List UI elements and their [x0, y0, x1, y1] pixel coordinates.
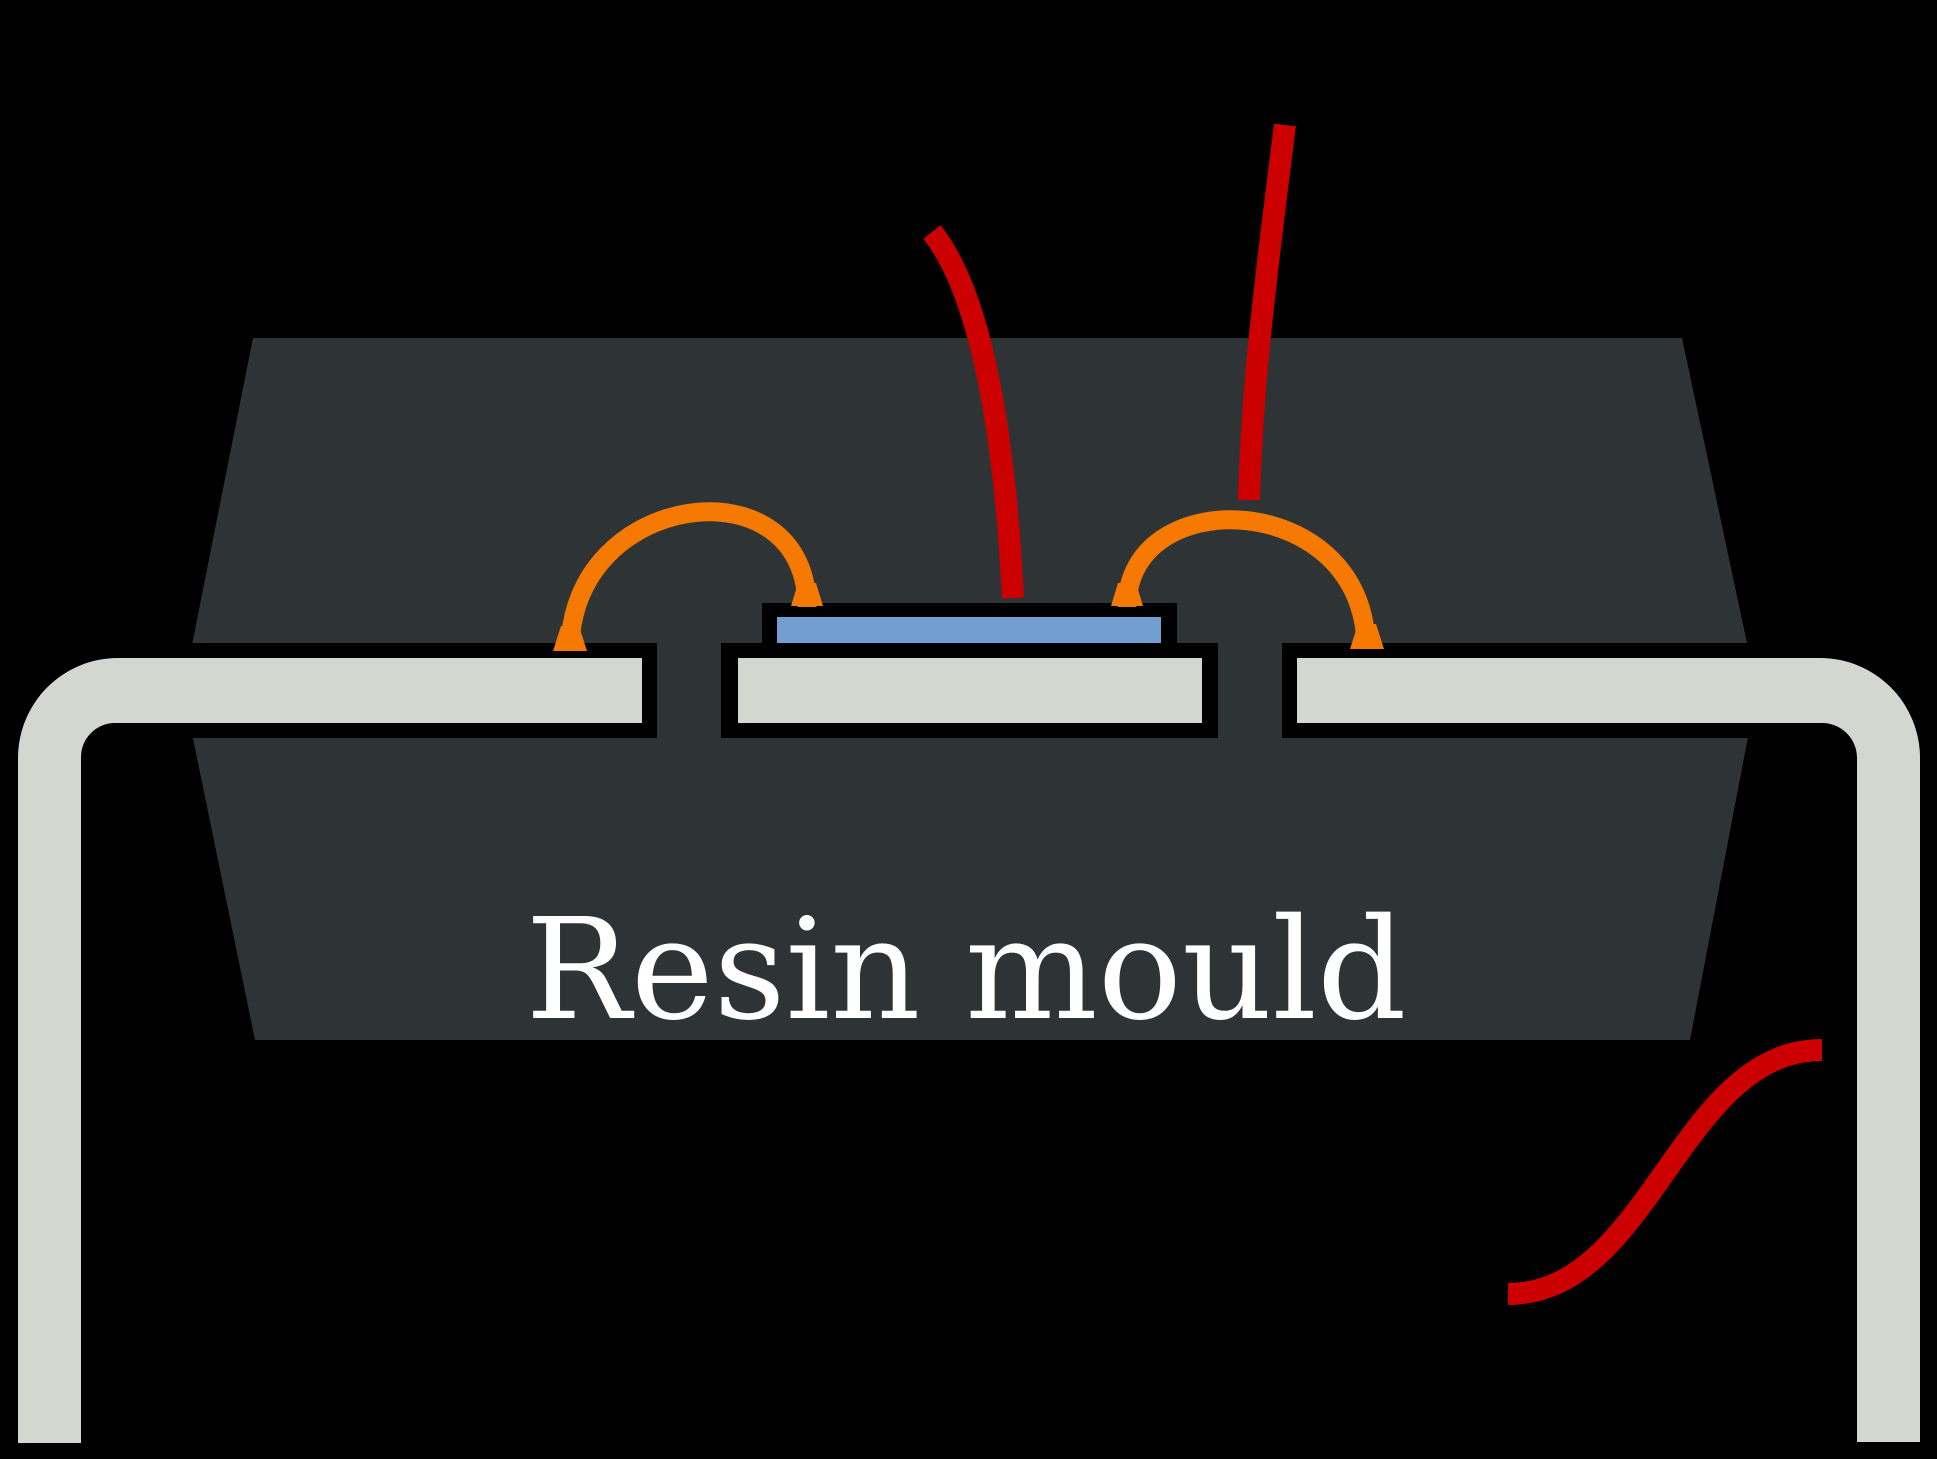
right-lead: [1297, 658, 1920, 1442]
die-pad: [738, 658, 1202, 723]
resin-mould-label: Resin mould: [525, 889, 1406, 1052]
lead-frame: [18, 658, 1920, 1443]
pointer-to-die: [923, 225, 1024, 599]
wedge-bond-right-lead: [1350, 624, 1384, 649]
pointer-to-bond-wire: [1238, 123, 1296, 501]
bond-wire-left: [560, 502, 817, 651]
bond-wires: [553, 502, 1384, 651]
wedge-bond-left-lead: [553, 626, 587, 651]
pointer-lines: [923, 123, 1823, 1305]
wedge-bond-left-die: [791, 583, 823, 606]
pointer-to-lead: [1507, 1039, 1823, 1305]
silicon-die: [777, 617, 1161, 643]
bond-wire-right: [1117, 510, 1376, 649]
wedge-bond-right-die: [1111, 583, 1143, 606]
left-lead: [18, 658, 642, 1443]
